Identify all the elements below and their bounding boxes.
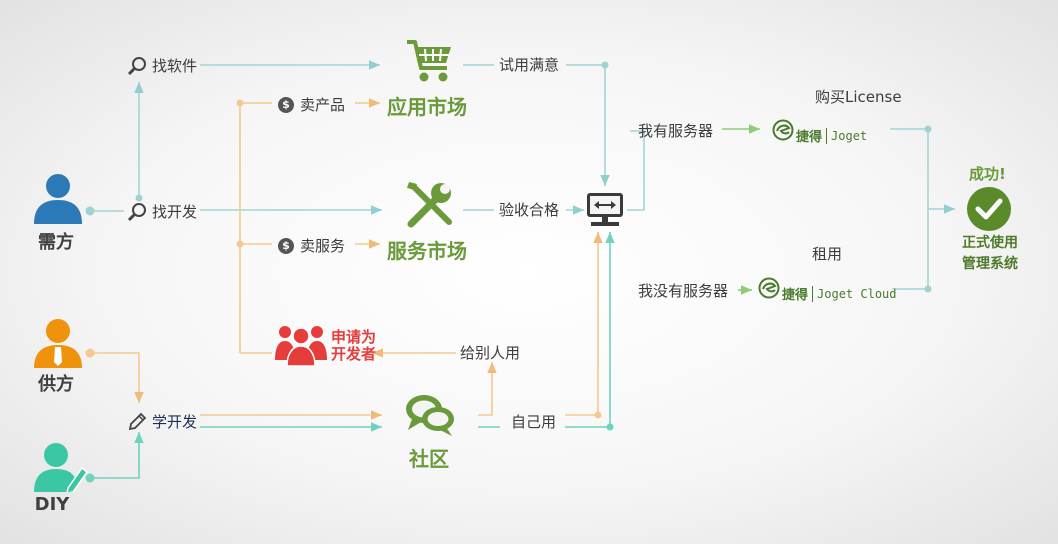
- joget-cloud-brand-cn: 捷得: [782, 288, 809, 303]
- magnifier-icon: [127, 56, 146, 75]
- person-tie-icon: [34, 319, 82, 368]
- server-node: [585, 190, 625, 234]
- developer-line1: 申请为: [331, 328, 377, 346]
- pencil-icon: [128, 412, 147, 430]
- edge-self-to-server-mint: [565, 232, 615, 428]
- action-sell-service: $ 卖服务: [278, 235, 345, 256]
- rent-label: 租用: [812, 245, 843, 263]
- sell-service-label: 卖服务: [300, 237, 346, 255]
- wrench-screwdriver-icon: [407, 182, 452, 228]
- edge-self-to-server: [565, 232, 603, 416]
- actor-supply-label: 供方: [38, 374, 74, 395]
- logo-divider: [826, 127, 828, 144]
- for-others-label: 给别人用: [460, 344, 521, 362]
- edge-diy-to-learn: [90, 432, 144, 479]
- success-line2: 管理系统: [962, 256, 1018, 272]
- success-line1: 正式使用: [962, 235, 1018, 251]
- joget-cloud-name: Joget Cloud: [817, 286, 897, 301]
- shopping-cart-icon: [407, 40, 451, 82]
- have-server-label: 我有服务器: [638, 122, 714, 140]
- action-sell-product: $ 卖产品: [278, 94, 345, 115]
- market-service: [405, 180, 455, 234]
- edge-supply-to-learn: [90, 352, 144, 403]
- find-dev-label: 找开发: [152, 203, 198, 221]
- actor-diy: [32, 442, 92, 494]
- dollar-coin-icon: $: [278, 96, 294, 113]
- action-find-software: 找软件: [127, 55, 197, 76]
- success-title: 成功!: [969, 165, 1006, 183]
- market-app-label: 应用市场: [387, 95, 467, 119]
- market-community-label: 社区: [409, 447, 449, 471]
- chat-bubbles-icon: [406, 395, 454, 436]
- buy-license-label: 购买License: [815, 88, 902, 106]
- edge-server-split: [627, 130, 645, 211]
- action-learn-dev: 学开发: [127, 411, 197, 432]
- dollar-coin-icon: $: [278, 237, 294, 254]
- success-desc: 正式使用 管理系统: [951, 233, 1029, 275]
- logo-divider: [812, 285, 814, 302]
- developer-line2: 开发者: [331, 345, 377, 363]
- people-group-icon: [275, 326, 327, 367]
- joget-e-icon: [758, 277, 780, 298]
- actor-demand-label: 需方: [38, 232, 74, 253]
- market-community: [404, 392, 456, 442]
- actor-supply: [30, 318, 90, 373]
- check-circle-icon: [967, 187, 1011, 231]
- no-server-label: 我没有服务器: [638, 282, 729, 300]
- joget-cloud-logo: 捷得 Joget Cloud: [758, 272, 897, 303]
- sell-product-label: 卖产品: [300, 96, 346, 114]
- joget-logo: 捷得 Joget: [772, 114, 867, 145]
- magnifier-icon: [127, 202, 146, 221]
- trial-label: 试用满意: [499, 56, 560, 74]
- edge-trial-to-server: [566, 64, 610, 186]
- person-pencil-icon: [34, 443, 89, 494]
- actor-diy-label: DIY: [34, 494, 70, 515]
- accept-label: 验收合格: [499, 201, 560, 219]
- edge-community-to-others: [478, 362, 497, 416]
- market-app: [405, 38, 453, 88]
- find-software-label: 找软件: [152, 57, 198, 75]
- joget-e-icon: [772, 119, 794, 140]
- actor-demand: [30, 172, 90, 227]
- action-find-dev: 找开发: [127, 201, 197, 222]
- for-self-label: 自己用: [511, 413, 557, 431]
- developer-label: 申请为 开发者: [331, 329, 376, 363]
- person-icon: [34, 174, 82, 224]
- monitor-server-icon: [587, 193, 623, 226]
- developer-group: [274, 322, 328, 370]
- learn-dev-label: 学开发: [152, 413, 198, 431]
- market-service-label: 服务市场: [387, 239, 467, 263]
- joget-brand-cn: 捷得: [796, 130, 823, 145]
- success-check: [966, 186, 1012, 236]
- joget-name: Joget: [831, 128, 868, 143]
